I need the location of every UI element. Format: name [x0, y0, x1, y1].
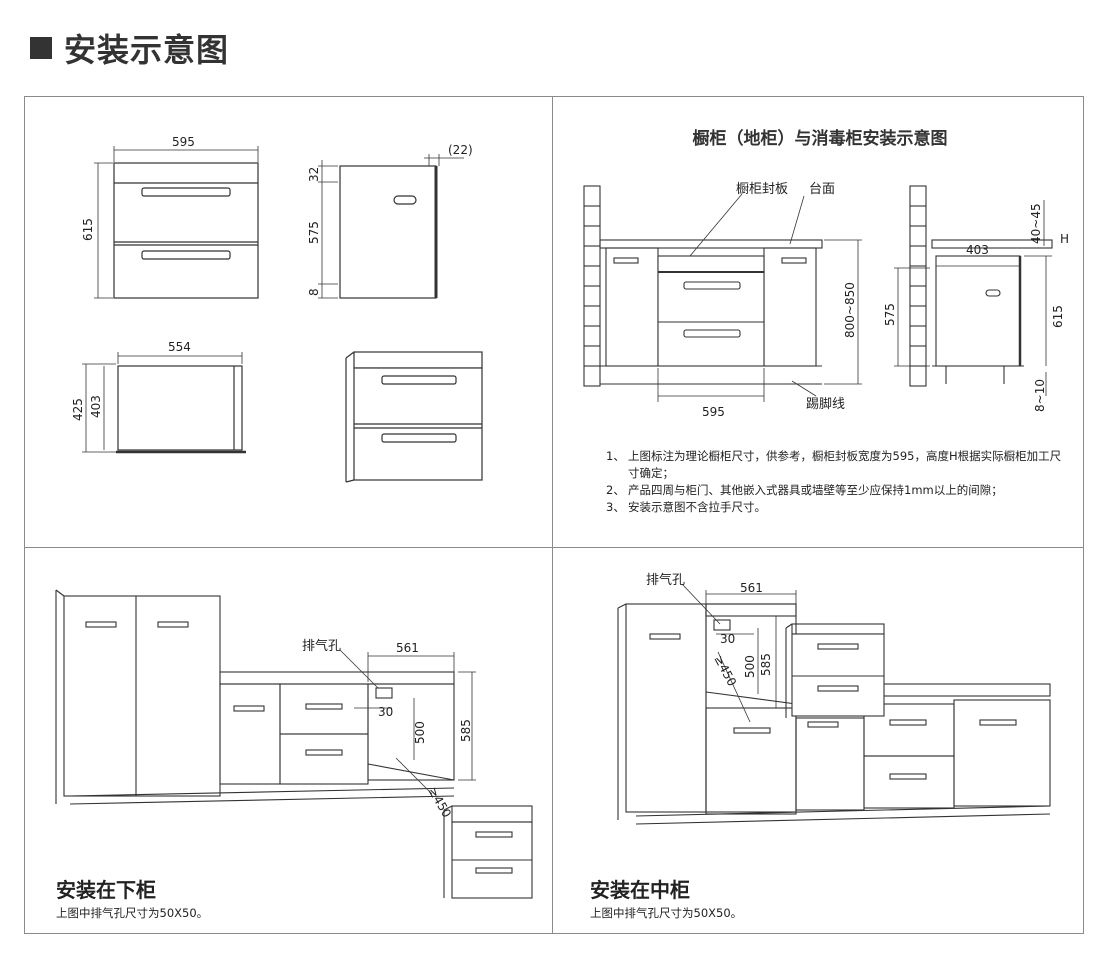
appliance-unit-drawing [443, 805, 533, 899]
dim-30-lower: 30 [378, 705, 393, 719]
dim-side-403: 403 [966, 243, 989, 257]
note-text: 上图标注为理论橱柜尺寸，供参考，橱柜封板宽度为595，高度H根据实际橱柜加工尺寸… [628, 449, 1062, 480]
note-item: 2、 产品四周与柜门、其他嵌入式器具或墙壁等至少应保持1mm以上的间隙； [606, 482, 1066, 499]
brick-wall-left [583, 185, 601, 387]
dim-side-H: H [1060, 232, 1069, 246]
cabinet-side-section [894, 200, 1053, 396]
dim-side-810: 8~10 [1033, 379, 1047, 412]
dim-cut-width: 554 [168, 340, 191, 354]
dim-585-lower: 585 [459, 719, 473, 742]
dim-side-bottom: 8 [307, 288, 321, 296]
dim-cut-h2: 403 [89, 395, 103, 418]
dim-side-top: 32 [307, 167, 321, 182]
horizontal-divider [24, 547, 1084, 548]
front-view-drawing [94, 146, 259, 299]
panel-dimensions: 595 615 32 575 8 (22) 554 425 403 [71, 135, 483, 483]
panel-install-diagram: 橱柜封板 台面 踢脚线 800~850 595 575 403 40~45 H … [583, 182, 1069, 419]
side-view-drawing [318, 154, 464, 299]
dim-561-lower: 561 [396, 641, 419, 655]
page-header: 安装示意图 [30, 28, 230, 69]
dim-height-range: 800~850 [843, 282, 857, 338]
diagram-title: 橱柜（地柜）与消毒柜安装示意图 [692, 129, 948, 149]
dim-front-height: 615 [81, 218, 95, 241]
brick-wall-right [909, 185, 927, 387]
mid-tall-cabinet-drawing [617, 603, 797, 820]
vertical-divider [552, 96, 553, 934]
mid-base-cabinets-drawing [635, 683, 1051, 825]
dim-561-middle: 561 [740, 581, 763, 595]
dim-side-4045: 40~45 [1029, 203, 1043, 244]
note-number: 3、 [606, 500, 625, 514]
dim-cut-h1: 425 [71, 398, 85, 421]
dim-450-lower: ≥450 [425, 785, 454, 821]
dim-panel-width: 595 [702, 405, 725, 419]
cutout-view-drawing [82, 352, 246, 454]
note-number: 2、 [606, 483, 625, 497]
install-notes: 1、 上图标注为理论橱柜尺寸，供参考，橱柜封板宽度为595，高度H根据实际橱柜加… [606, 448, 1066, 516]
dim-side-575: 575 [883, 303, 897, 326]
label-vent-middle: 排气孔 [646, 572, 685, 588]
panel-middle-cabinet: 排气孔 561 30 500 585 ≥450 [617, 572, 1051, 825]
mid-appliance-unit-drawing [785, 623, 885, 718]
kitchen-cabinet-front [599, 193, 862, 402]
note-middle-cabinet: 上图中排气孔尺寸为50X50。 [590, 906, 743, 920]
dim-585-middle: 585 [759, 653, 773, 676]
base-cabinets-drawing [69, 671, 455, 805]
caption-lower-cabinet: 安装在下柜 [56, 878, 156, 902]
label-vent-lower: 排气孔 [302, 638, 341, 654]
page-title: 安装示意图 [64, 31, 230, 69]
lower-dim-lines [339, 649, 476, 795]
note-item: 1、 上图标注为理论橱柜尺寸，供参考，橱柜封板宽度为595，高度H根据实际橱柜加… [606, 448, 1066, 482]
label-kick: 踢脚线 [806, 396, 845, 412]
dim-500-middle: 500 [743, 655, 757, 678]
note-text: 产品四周与柜门、其他嵌入式器具或墙壁等至少应保持1mm以上的间隙； [628, 483, 1003, 497]
mid-dim-lines [681, 583, 797, 723]
caption-middle-cabinet: 安装在中柜 [590, 878, 690, 902]
label-counter: 台面 [809, 182, 835, 197]
label-panel: 橱柜封板 [736, 182, 788, 197]
panel-lower-cabinet: 排气孔 561 30 500 585 ≥450 [55, 589, 533, 899]
dim-450-middle: ≥450 [711, 653, 739, 689]
cabinet-perspective-drawing [345, 351, 483, 483]
tall-cabinet-drawing [55, 589, 221, 804]
dim-side-gap: (22) [448, 143, 473, 157]
dim-side-mid: 575 [307, 221, 321, 244]
note-lower-cabinet: 上图中排气孔尺寸为50X50。 [56, 906, 209, 920]
diagram-frame [24, 96, 1084, 934]
note-item: 3、 安装示意图不含拉手尺寸。 [606, 499, 1066, 516]
header-square-icon [30, 37, 52, 59]
dim-side-615: 615 [1051, 305, 1065, 328]
dim-30-middle: 30 [720, 632, 735, 646]
dim-front-width: 595 [172, 135, 195, 149]
note-number: 1、 [606, 449, 625, 463]
note-text: 安装示意图不含拉手尺寸。 [628, 500, 766, 514]
dim-500-lower: 500 [413, 721, 427, 744]
